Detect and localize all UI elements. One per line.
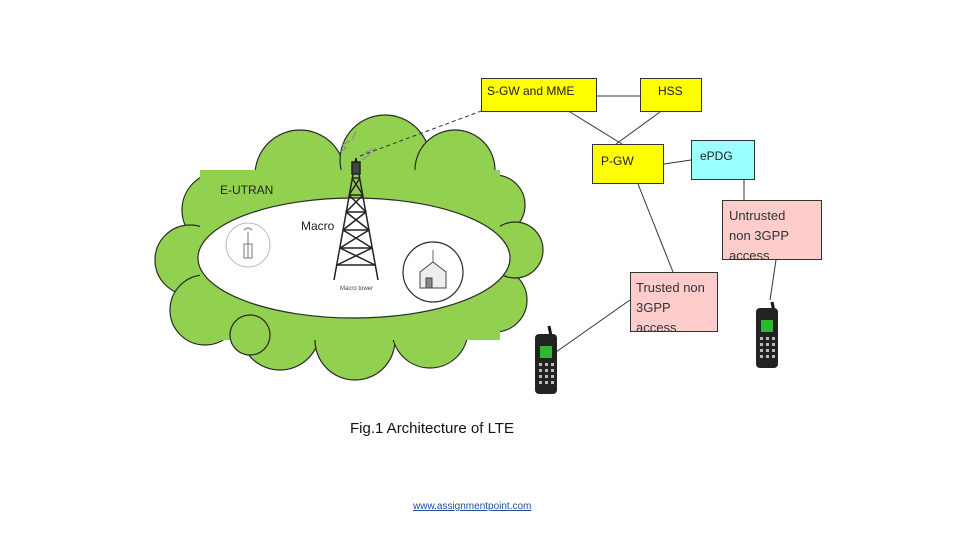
figure-caption: Fig.1 Architecture of LTE — [350, 420, 514, 437]
link-untrusted-phone — [769, 259, 777, 301]
link-pgw-epdg — [663, 159, 692, 165]
trusted-label-line2: 3GPP — [636, 300, 671, 315]
untrusted-label-line1: Untrusted — [729, 208, 786, 223]
macro-label: Macro — [301, 219, 335, 233]
untrusted-label-line3: access — [729, 248, 770, 263]
hss-label: HSS — [658, 84, 683, 98]
link-hss-pgw — [615, 111, 661, 145]
sgw-mme-node: S-GW and MME — [481, 78, 597, 112]
epdg-node: ePDG — [691, 140, 755, 180]
pgw-label: P-GW — [601, 154, 634, 168]
epdg-label: ePDG — [700, 149, 733, 163]
link-trusted-phone — [555, 299, 631, 353]
mobile-phone-icon — [756, 301, 778, 368]
home-base-station-icon — [419, 250, 447, 289]
untrusted-access-node: Untrusted non 3GPP access — [722, 200, 822, 263]
connection-lines — [359, 95, 777, 353]
tower-caption: Macro tower — [340, 286, 374, 292]
hss-node: HSS — [640, 78, 702, 112]
trusted-label-line3: access — [636, 320, 677, 335]
trusted-access-node: Trusted non 3GPP access — [630, 272, 718, 335]
trusted-label-line1: Trusted non — [636, 280, 705, 295]
macro-tower-icon — [333, 157, 379, 281]
link-tower-sgw — [359, 109, 485, 157]
pico-antenna-icon — [243, 227, 253, 259]
untrusted-label-line2: non 3GPP — [729, 228, 789, 243]
link-sgw-pgw — [569, 111, 623, 145]
mobile-phone-icon — [535, 325, 557, 394]
sgw-mme-label: S-GW and MME — [487, 84, 575, 98]
pgw-node: P-GW — [592, 144, 664, 184]
footer-link[interactable]: www.assignmentpoint.com — [413, 501, 532, 512]
small-cell-circle — [229, 314, 271, 356]
link-pgw-trusted — [637, 183, 674, 273]
eutran-label: E-UTRAN — [220, 183, 274, 197]
